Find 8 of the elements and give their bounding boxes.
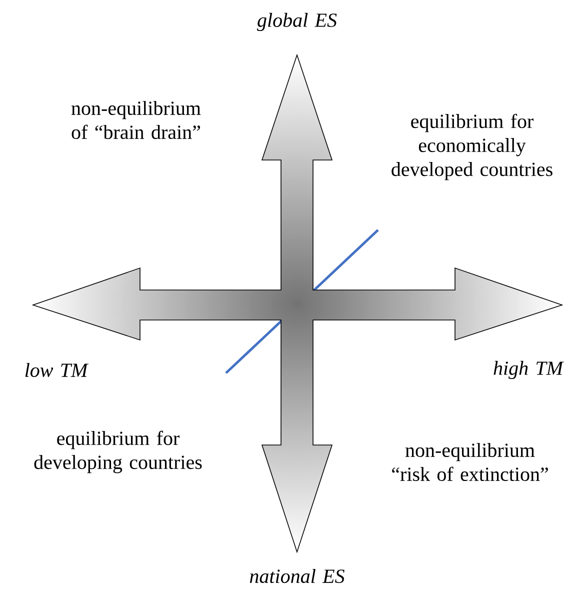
quadrant-label: equilibrium for developing countries [34, 430, 202, 474]
quadrant-label: non-equilibrium “risk of extinction” [392, 442, 548, 482]
quadrant-label: equilibrium for economically developed countries [392, 114, 552, 180]
axis-label: high TM [494, 360, 564, 380]
quadrant-label: non-equilibrium of “brain drain” [71, 100, 201, 140]
axis-label: global ES [257, 12, 337, 32]
axis-label: low TM [25, 362, 89, 378]
axis-label: national ES [250, 568, 344, 584]
